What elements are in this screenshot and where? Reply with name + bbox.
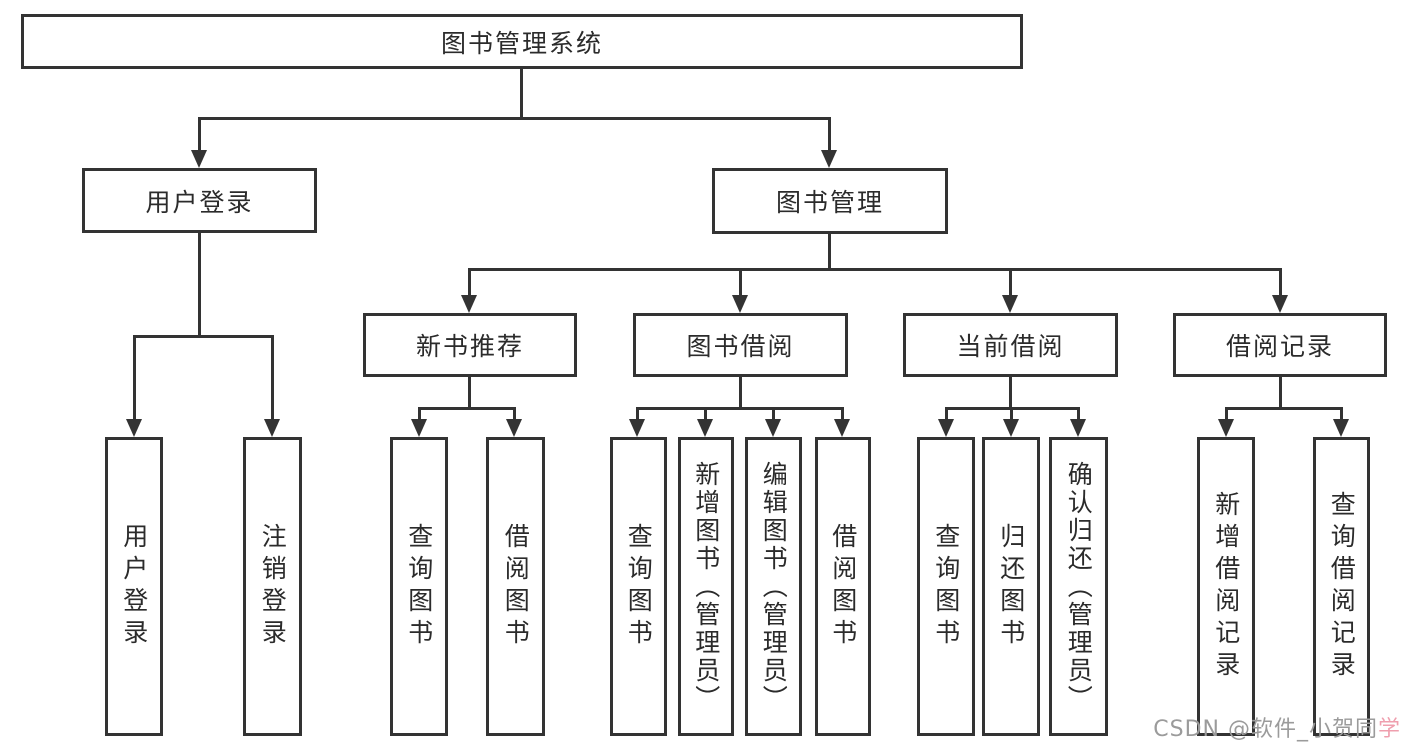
connector-book-mgmt-stem — [828, 231, 831, 271]
arrow-g2-leaf-3 — [765, 419, 781, 437]
connector-g3-stem — [1009, 374, 1012, 410]
node-user-login: 用户登录 — [82, 168, 317, 233]
node-leaf-query-books-borrow-label: 查询图书 — [624, 522, 654, 651]
connector-level3-rail — [468, 268, 1282, 271]
node-borrow-records-label: 借阅记录 — [1225, 332, 1334, 361]
node-leaf-borrow-books-label: 借阅图书 — [828, 522, 858, 651]
connector-g4-drop-1 — [1225, 407, 1228, 421]
node-current-borrow-label: 当前借阅 — [956, 332, 1065, 361]
connector-g2-rail — [636, 407, 844, 410]
node-leaf-query-books-recommend-label: 查询图书 — [404, 522, 434, 651]
node-leaf-query-books-current: 查询图书 — [917, 437, 975, 736]
arrow-g3-leaf-1 — [938, 419, 954, 437]
arrow-book-borrow — [732, 295, 748, 313]
connector-drop-user-login — [198, 117, 201, 151]
connector-drop-book-mgmt — [828, 117, 831, 151]
node-leaf-return-books: 归还图书 — [982, 437, 1040, 736]
node-user-login-label: 用户登录 — [145, 187, 254, 217]
connector-user-login-stem — [198, 230, 201, 337]
connector-drop-leaf-logout — [271, 335, 274, 421]
node-leaf-logout-label: 注销登录 — [258, 522, 288, 651]
connector-g2-drop-4 — [841, 407, 844, 421]
node-leaf-user-login: 用户登录 — [105, 437, 163, 736]
node-new-book-recommend: 新书推荐 — [363, 313, 577, 377]
node-leaf-add-books-admin: 新增图书（管理员） — [678, 437, 734, 736]
csdn-watermark-text: CSDN @软件_小贺同 — [1153, 717, 1378, 742]
node-root-system: 图书管理系统 — [21, 14, 1023, 69]
connector-g1-stem — [468, 374, 471, 410]
node-leaf-return-books-label: 归还图书 — [996, 522, 1026, 651]
arrow-book-mgmt — [821, 150, 837, 168]
connector-g1-rail — [418, 407, 516, 410]
arrow-g2-leaf-1 — [629, 419, 645, 437]
node-book-borrow-label: 图书借阅 — [686, 332, 795, 361]
node-leaf-add-books-admin-label: 新增图书（管理员） — [691, 460, 721, 713]
node-leaf-logout: 注销登录 — [243, 437, 302, 736]
arrow-g4-leaf-2 — [1333, 419, 1349, 437]
arrow-g3-leaf-3 — [1070, 419, 1086, 437]
node-leaf-query-books-recommend: 查询图书 — [390, 437, 448, 736]
node-leaf-add-borrow-record-label: 新增借阅记录 — [1211, 490, 1241, 683]
node-book-management: 图书管理 — [712, 168, 948, 234]
arrow-g2-leaf-4 — [834, 419, 850, 437]
connector-g3-drop-3 — [1077, 407, 1080, 421]
node-root-system-label: 图书管理系统 — [440, 28, 603, 58]
connector-g1-drop-1 — [418, 407, 421, 421]
node-leaf-query-books-current-label: 查询图书 — [931, 522, 961, 651]
connector-g4-stem — [1279, 374, 1282, 410]
connector-g4-drop-2 — [1340, 407, 1343, 421]
node-leaf-query-borrow-record: 查询借阅记录 — [1313, 437, 1370, 736]
connector-drop-current-borrow — [1009, 268, 1012, 297]
connector-user-login-rail — [133, 335, 274, 338]
arrow-g2-leaf-2 — [697, 419, 713, 437]
connector-level2-rail — [198, 117, 831, 120]
node-leaf-query-borrow-record-label: 查询借阅记录 — [1327, 490, 1357, 683]
arrow-current-borrow — [1002, 295, 1018, 313]
csdn-watermark: CSDN @软件_小贺同学 — [1153, 711, 1401, 743]
connector-g4-rail — [1225, 407, 1343, 410]
node-leaf-borrow-books-recommend-label: 借阅图书 — [501, 522, 531, 651]
connector-drop-book-borrow — [739, 268, 742, 297]
arrow-user-login — [191, 150, 207, 168]
arrow-g3-leaf-2 — [1003, 419, 1019, 437]
connector-drop-leaf-user-login — [133, 335, 136, 421]
csdn-watermark-accent: 学 — [1377, 717, 1401, 742]
node-new-book-recommend-label: 新书推荐 — [415, 332, 524, 361]
connector-drop-borrow-records — [1279, 268, 1282, 297]
arrow-new-book — [461, 295, 477, 313]
connector-g2-drop-2 — [704, 407, 707, 421]
node-current-borrow: 当前借阅 — [903, 313, 1118, 377]
connector-g2-drop-3 — [772, 407, 775, 421]
node-leaf-confirm-return-admin-label: 确认归还（管理员） — [1064, 460, 1094, 713]
node-leaf-borrow-books-recommend: 借阅图书 — [486, 437, 545, 736]
node-borrow-records: 借阅记录 — [1173, 313, 1387, 377]
arrow-leaf-user-login — [126, 419, 142, 437]
arrow-g1-leaf-1 — [411, 419, 427, 437]
arrow-leaf-logout — [264, 419, 280, 437]
connector-root-stem — [520, 67, 523, 119]
node-leaf-query-books-borrow: 查询图书 — [610, 437, 667, 736]
connector-g3-drop-1 — [945, 407, 948, 421]
arrow-g1-leaf-2 — [506, 419, 522, 437]
arrow-borrow-records — [1272, 295, 1288, 313]
connector-g1-drop-2 — [513, 407, 516, 421]
arrow-g4-leaf-1 — [1218, 419, 1234, 437]
node-leaf-borrow-books: 借阅图书 — [815, 437, 871, 736]
connector-drop-new-book — [468, 268, 471, 297]
connector-g2-drop-1 — [636, 407, 639, 421]
connector-g3-drop-2 — [1010, 407, 1013, 421]
connector-g2-stem — [739, 374, 742, 410]
node-book-management-label: 图书管理 — [775, 188, 884, 217]
node-leaf-edit-books-admin-label: 编辑图书（管理员） — [759, 460, 789, 713]
node-leaf-confirm-return-admin: 确认归还（管理员） — [1049, 437, 1108, 736]
node-book-borrow: 图书借阅 — [633, 313, 848, 377]
node-leaf-edit-books-admin: 编辑图书（管理员） — [745, 437, 802, 736]
node-leaf-user-login-label: 用户登录 — [119, 522, 149, 651]
node-leaf-add-borrow-record: 新增借阅记录 — [1197, 437, 1255, 736]
